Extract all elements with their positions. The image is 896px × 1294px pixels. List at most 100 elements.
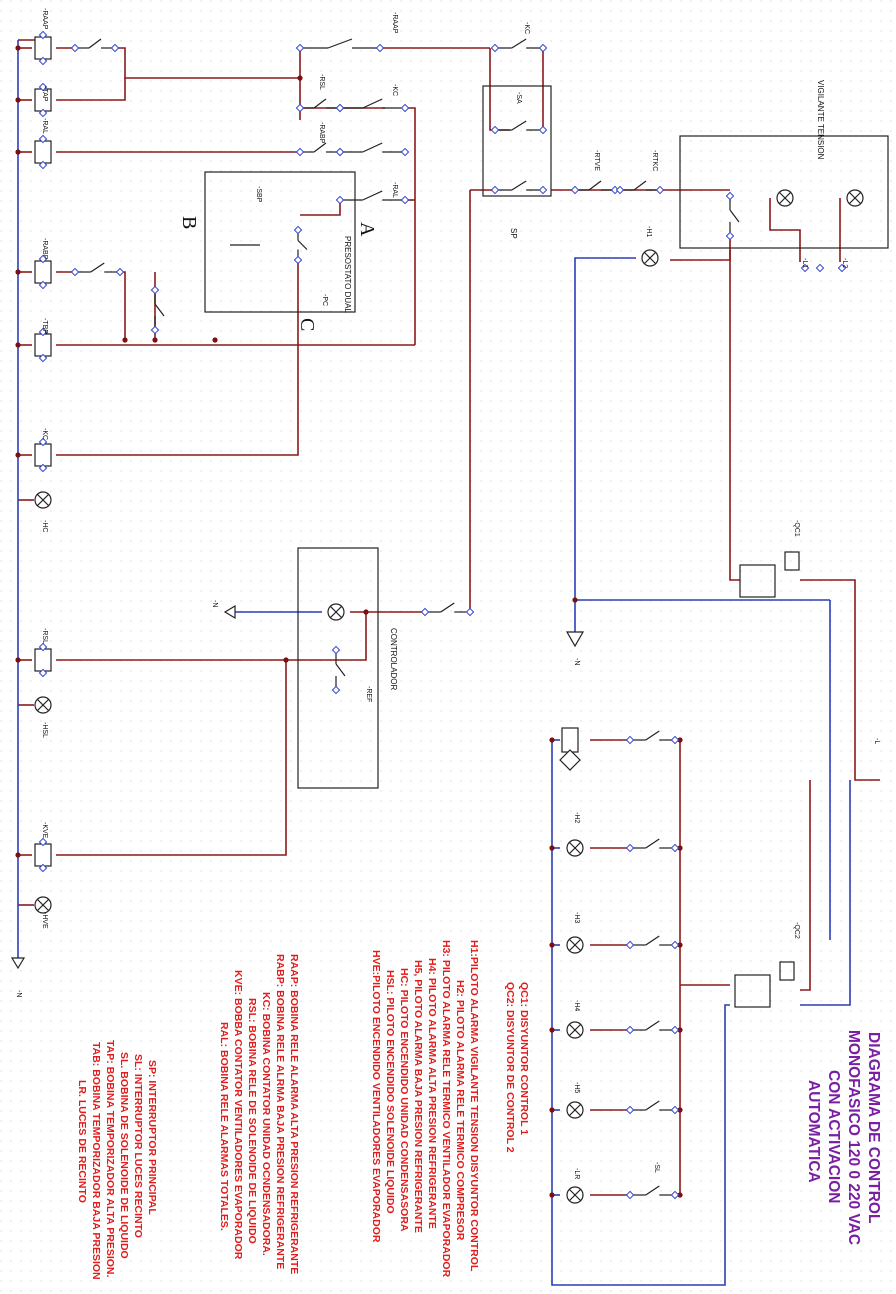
legend-rabp: RABP: BOBINA RELE ALRMA BAJA PRESION REF… [274, 954, 286, 1270]
terminal-marker [538, 43, 548, 53]
sp-box-label: SP [509, 228, 518, 239]
terminal-marker [295, 43, 305, 53]
lamp-label-h5: -H5 [573, 1082, 580, 1094]
junction-node [549, 1027, 555, 1033]
coil-label-raap: -RAAP [41, 8, 48, 30]
terminal-marker [400, 147, 410, 157]
contact-ref-blade [335, 663, 346, 677]
contact-label-raap: -RAAP [391, 12, 398, 34]
terminal-marker [110, 43, 120, 53]
legend-rsl: RSL: BOBINA RELE DE SOLENOIDE DE LIQUIDO [246, 998, 258, 1244]
lamp-cross [644, 252, 656, 264]
terminal-label-n-blue: -N [573, 658, 580, 666]
terminal-marker [38, 56, 48, 66]
legend-raap: RAAP: BOBINA RELE ALARMA ALTA PRESION RE… [288, 954, 300, 1275]
junction-node [549, 737, 555, 743]
coil-label-rabp: -RABP [41, 238, 48, 260]
coil-kve [34, 843, 52, 867]
terminal-marker [670, 1105, 680, 1115]
contact-label-rtkc: -RTKC [651, 150, 658, 172]
coil-label-tap: -TAP [41, 86, 48, 102]
contact-ral-blade [362, 190, 383, 201]
terminal-marker [38, 108, 48, 118]
lamp-cross [569, 1189, 581, 1201]
terminal-label-l1: -L1 [801, 258, 808, 269]
junction-node [677, 1192, 683, 1198]
terminal-marker [38, 837, 48, 847]
legend-sl: SL: INTERRUPTOR LUCES RECINTO [132, 1054, 144, 1238]
contact-label-sa: -SA [515, 92, 522, 104]
contact-tap-blade [88, 38, 102, 49]
contact-pc-blade [297, 240, 308, 250]
lamp-label-h2: -H2 [573, 812, 580, 824]
terminal-marker [38, 30, 48, 40]
terminal-marker [625, 940, 635, 950]
terminal-marker [725, 231, 735, 241]
terminal-marker [38, 160, 48, 170]
junction-node [15, 97, 21, 103]
legend-h1: H1:PILOTO ALARMA VIGILANTE TENSION DISYU… [468, 940, 480, 1272]
junction-node [283, 657, 289, 663]
junction-node [677, 1027, 683, 1033]
contact-label-rtve: -RTVE [593, 150, 600, 171]
terminal-marker [38, 353, 48, 363]
terminal-marker [335, 195, 345, 205]
terminal-marker [670, 735, 680, 745]
junction-node [122, 337, 128, 343]
legend-lr: LR. LUCES DE RECINTO [76, 1080, 88, 1203]
w [800, 579, 880, 781]
title-line-2: MONOFASICO 120 0 220 VAC [845, 1030, 862, 1246]
title-line-4: AUTOMATICA [805, 1080, 822, 1183]
w [56, 660, 287, 856]
terminal-marker [38, 668, 48, 678]
coil-ral [34, 140, 52, 164]
legend-sp: SP: INTERRUPTOR PRINCIPAL [146, 1060, 158, 1215]
junction-node [15, 342, 21, 348]
junction-node [15, 269, 21, 275]
terminal-marker [400, 103, 410, 113]
terminal-marker [295, 103, 305, 113]
coil-label-kve: -KVE [41, 822, 48, 839]
contact-kc-top-blade [511, 38, 527, 49]
contact-row-0-blade [645, 730, 660, 741]
lamp-label-h3: -H3 [573, 912, 580, 924]
junction-node [677, 1107, 683, 1113]
letter-c: C [296, 318, 318, 332]
terminal-marker [38, 134, 48, 144]
sp-box [482, 85, 552, 197]
lamp-cross [37, 899, 49, 911]
w [56, 612, 367, 661]
terminal-marker [837, 263, 847, 273]
terminal-arrow-n2 [565, 631, 585, 648]
terminal-marker [490, 43, 500, 53]
solenoid-sl [561, 727, 579, 753]
terminal-arrow-n [223, 604, 236, 620]
junction-node [297, 75, 303, 81]
legend-h5: H5, PILOTO ALARMA BAJA PRESION REFRIGERA… [412, 960, 424, 1233]
terminal-marker [625, 1190, 635, 1200]
title-line-3: CON ACTIVACION [825, 1070, 842, 1204]
w [56, 78, 126, 101]
presostato-box [204, 171, 356, 313]
w [574, 257, 636, 600]
terminal-marker [38, 463, 48, 473]
terminal-marker [70, 267, 80, 277]
legend-hc: HC: PILOTO ENCENDIDO UNIDAD CONDENSASORA [398, 968, 410, 1232]
contact-label-pc: -PC [321, 294, 328, 307]
terminal-marker [150, 285, 160, 295]
terminal-marker [38, 82, 48, 92]
terminal-marker [610, 185, 620, 195]
qc2-handle [779, 961, 795, 981]
w [551, 740, 730, 1286]
legend-qc1: QC1: DISYUNTOR CONTROL 1 [518, 982, 530, 1136]
coil-label-tbp: -TBP [41, 318, 48, 334]
w [769, 198, 801, 262]
contact-row-3-blade [645, 1020, 660, 1031]
contact-label-qc1: -QC1 [793, 520, 800, 537]
w [300, 200, 341, 216]
terminal-label-l2: -L2 [841, 258, 848, 269]
contact-row-4-blade [645, 1100, 660, 1111]
terminal-label-l: -L [873, 738, 880, 745]
terminal-marker [538, 185, 548, 195]
